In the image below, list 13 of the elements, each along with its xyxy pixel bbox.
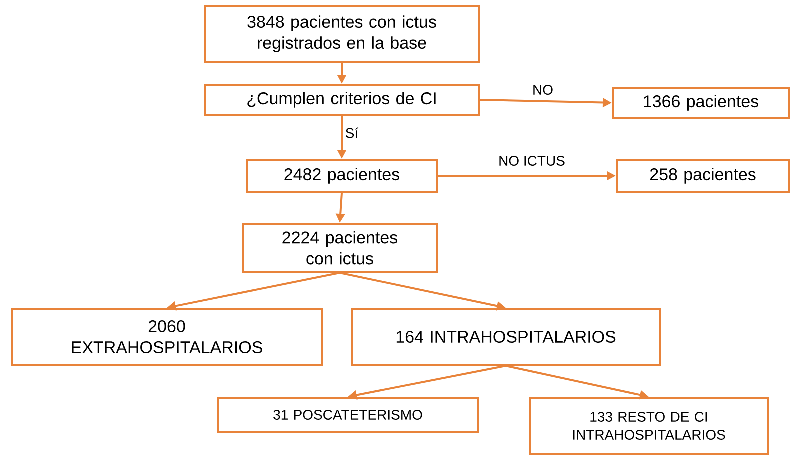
process-box: 3848 pacientes con ictus registrados en la base — [204, 5, 480, 63]
process-box: 1366 pacientes — [612, 87, 790, 119]
edge-label: NO — [534, 85, 553, 95]
process-box: 133 RESTO DE CI INTRAHOSPITALARIOS — [529, 397, 769, 455]
process-box: 164 INTRAHOSPITALARIOS — [351, 308, 661, 366]
process-box: 31 POSCATETERISMO — [217, 397, 479, 433]
process-box: ¿Cumplen criterios de CI — [204, 84, 480, 116]
process-box: 258 pacientes — [616, 159, 790, 193]
process-box: 2224 pacientes con ictus — [242, 223, 438, 273]
edge-label: Sí — [346, 128, 359, 138]
process-box: 2060 EXTRAHOSPITALARIOS — [11, 308, 323, 366]
process-box: 2482 pacientes — [246, 159, 438, 193]
edge-label: NO ICTUS — [500, 156, 565, 166]
